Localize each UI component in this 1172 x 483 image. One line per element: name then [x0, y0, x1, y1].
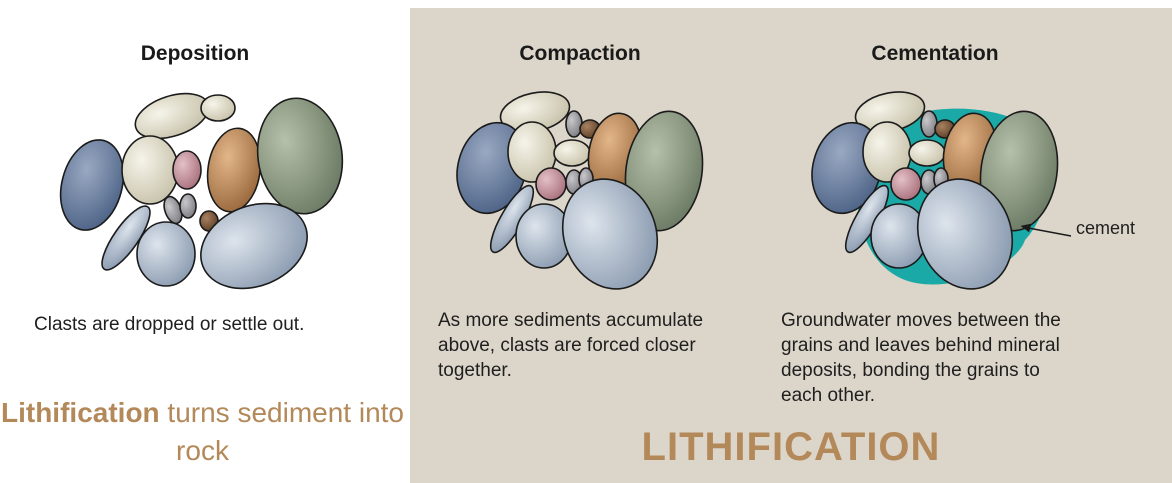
clast-grey-small-1: [566, 111, 582, 137]
clast-blue-left: [51, 133, 133, 237]
clast-cream-mid: [122, 136, 178, 204]
lithification-banner: LITHIFICATION: [410, 425, 1172, 470]
summary-strong: Lithification: [1, 397, 160, 428]
deposition-caption: Clasts are dropped or settle out.: [34, 312, 394, 337]
clast-light-bottom: [137, 222, 195, 286]
cementation-clasts: [795, 0, 1075, 310]
clast-green: [250, 93, 349, 220]
clast-cream-small: [201, 95, 235, 121]
cementation-caption: Groundwater moves between the grains and…: [781, 308, 1081, 408]
clast-tan: [202, 125, 265, 215]
summary-rest: turns sediment into rock: [160, 397, 404, 466]
clast-pink: [173, 151, 201, 189]
compaction-clasts: [440, 0, 720, 310]
clast-pink: [891, 168, 921, 200]
lithification-summary: Lithification turns sediment into rock: [0, 394, 405, 470]
clast-cream-small: [554, 140, 590, 166]
deposition-clasts: [0, 0, 405, 300]
clast-cream-small: [909, 140, 945, 166]
clast-pink: [536, 168, 566, 200]
clast-grey-small-1: [921, 111, 937, 137]
clast-grey-small-2: [180, 194, 196, 218]
compaction-caption: As more sediments accumulate above, clas…: [438, 308, 753, 383]
cement-label: cement: [1076, 218, 1135, 239]
